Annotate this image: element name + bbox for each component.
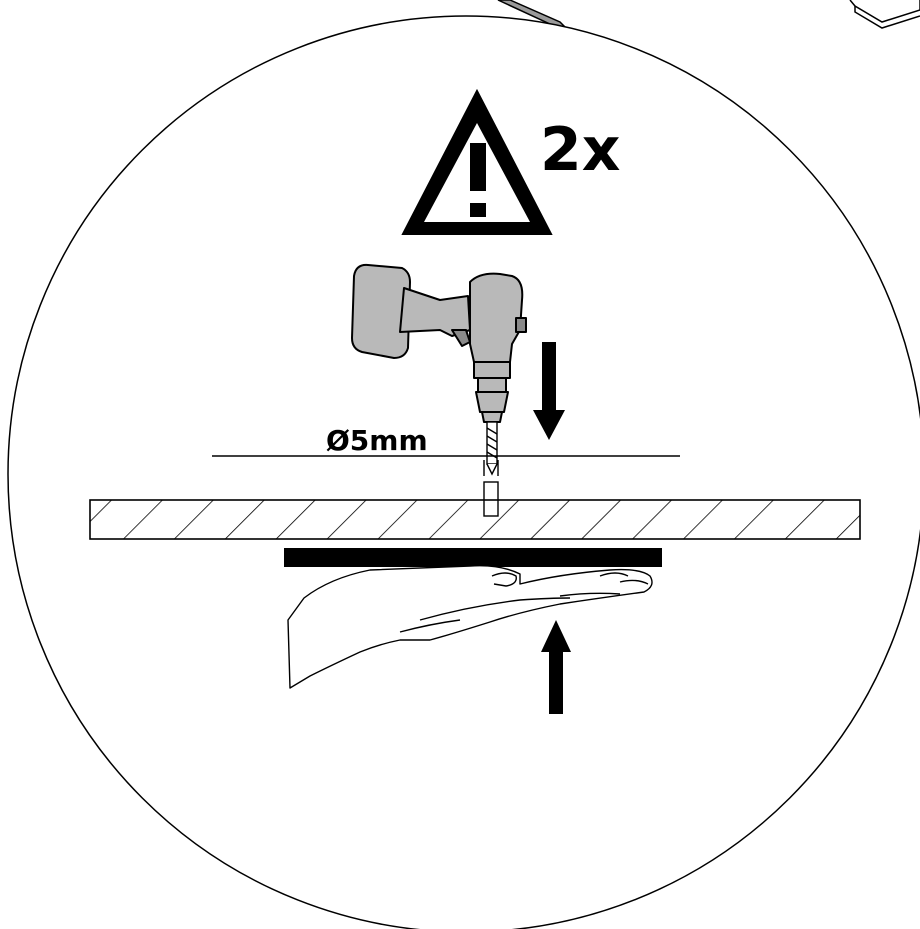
drill-bit [486, 421, 498, 476]
backing-block [284, 548, 662, 567]
repeat-count-label: 2x [540, 115, 620, 185]
arrow-up-icon [541, 620, 571, 714]
drill-size-label: Ø5mm [326, 424, 428, 457]
panel-cross-section [89, 499, 861, 540]
detail-circle [7, 15, 920, 929]
supporting-hand-icon [287, 564, 653, 689]
arrow-down-icon [533, 342, 565, 440]
warning-triangle-icon [401, 88, 553, 235]
cordless-drill-icon [351, 263, 527, 423]
previous-step-fragment [497, 0, 920, 30]
